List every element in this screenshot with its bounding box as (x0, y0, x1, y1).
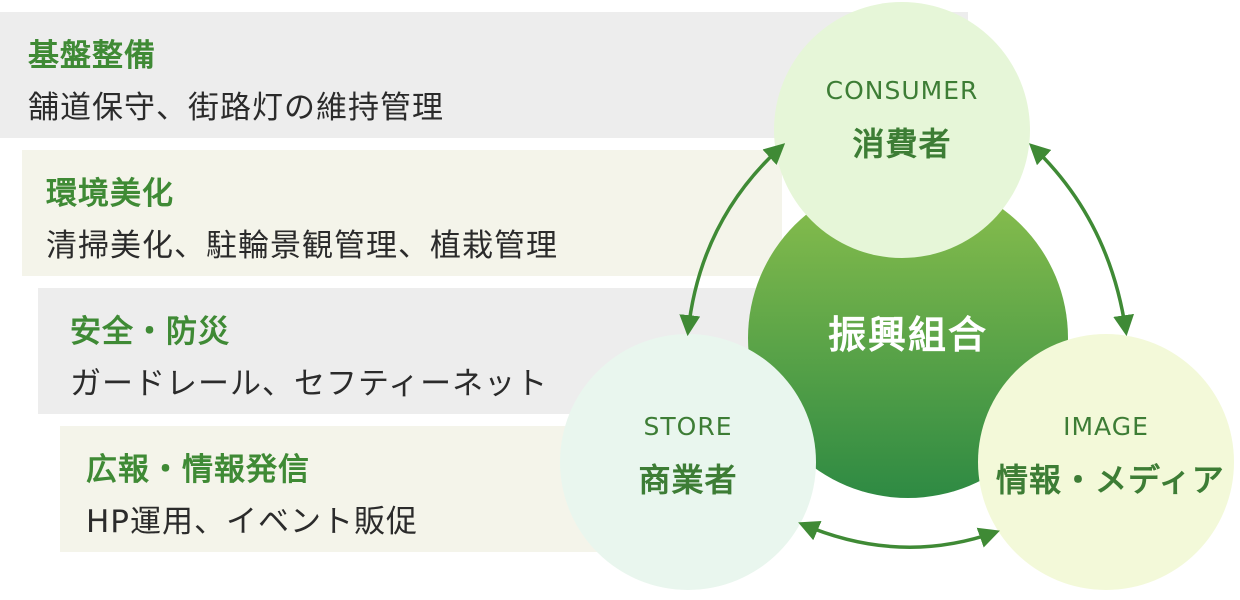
category-band-publicity: 広報・情報発信 HP運用、イベント販促 (60, 426, 600, 552)
category-title: 安全・防災 (70, 314, 230, 350)
category-title: 基盤整備 (28, 38, 156, 74)
center-label: 振興組合 (827, 313, 988, 357)
category-band-environment: 環境美化 清掃美化、駐輪景観管理、植栽管理 (22, 150, 782, 276)
consumer-circle (774, 2, 1030, 258)
category-description: ガードレール、セフティーネット (70, 366, 549, 402)
store-label-ja: 商業者 (638, 461, 738, 499)
store-circle (560, 334, 816, 590)
store-node: STORE 商業者 (598, 412, 778, 501)
category-description: 清掃美化、駐輪景観管理、植栽管理 (46, 228, 558, 264)
consumer-node: CONSUMER 消費者 (802, 76, 1002, 165)
arrow-consumer-image (1028, 143, 1135, 337)
consumer-label-en: CONSUMER (825, 76, 979, 105)
image-label-en: IMAGE (1063, 412, 1149, 441)
image-circle (978, 334, 1234, 590)
arrow-store-image (798, 520, 1000, 549)
image-label-ja: 情報・メディア (996, 461, 1225, 499)
category-description: 舗道保守、街路灯の維持管理 (28, 90, 444, 126)
category-title: 環境美化 (46, 176, 174, 212)
store-label-en: STORE (643, 412, 733, 441)
category-description: HP運用、イベント販促 (86, 504, 419, 540)
arrow-consumer-store (679, 143, 786, 337)
image-node: IMAGE 情報・メディア (996, 412, 1225, 501)
category-title: 広報・情報発信 (86, 452, 310, 488)
consumer-label-ja: 消費者 (852, 125, 952, 163)
